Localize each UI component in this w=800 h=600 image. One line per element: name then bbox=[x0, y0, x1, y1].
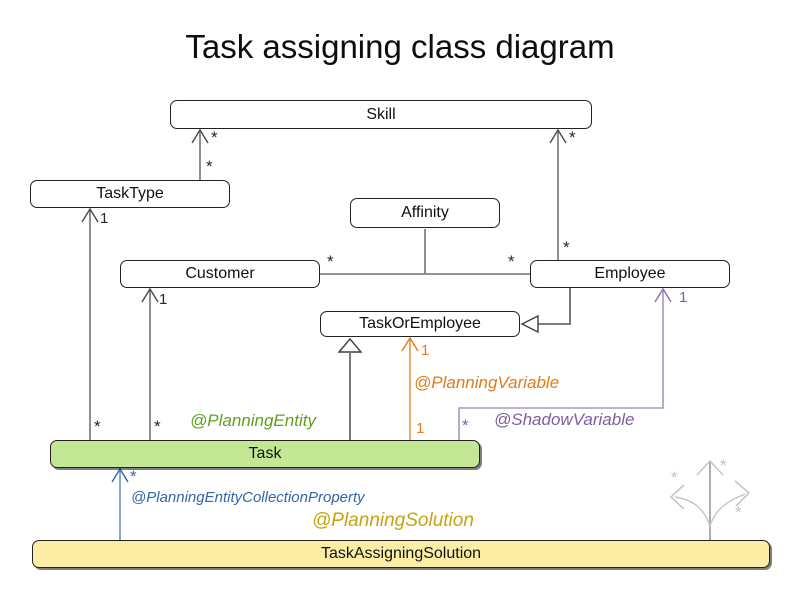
class-tasktype: TaskType bbox=[30, 180, 230, 208]
multiplicity-faded-top: * bbox=[720, 456, 727, 475]
multiplicity-shadowvariable-employee-end: 1 bbox=[679, 289, 688, 306]
multiplicity-task-tasktype-task-end: * bbox=[94, 417, 101, 436]
association-task-tasktype bbox=[81, 207, 99, 440]
class-affinity-label: Affinity bbox=[401, 204, 449, 221]
multiplicity-task-customer-customer-end: 1 bbox=[159, 291, 168, 308]
multiplicity-employee-skill-employee-end: * bbox=[563, 238, 570, 257]
faded-fanout-arrows bbox=[669, 459, 751, 540]
multiplicity-shadowvariable-task-end: * bbox=[462, 416, 469, 435]
class-skill: Skill bbox=[170, 100, 592, 129]
class-tasktype-label: TaskType bbox=[96, 185, 164, 202]
class-taskassigningsolution-label: TaskAssigningSolution bbox=[320, 545, 482, 562]
planning-solution-annotation: @PlanningSolution bbox=[312, 510, 474, 531]
planning-entity-collection-property-annotation: @PlanningEntityCollectionProperty bbox=[131, 489, 365, 506]
generalization-employee-taskoremployee bbox=[520, 288, 571, 334]
multiplicity-planningvariable-task-end: 1 bbox=[416, 420, 425, 437]
class-employee-label: Employee bbox=[594, 265, 666, 282]
diagram-title: Task assigning class diagram bbox=[185, 28, 615, 65]
multiplicity-tasktype-skill-skill-end: * bbox=[211, 128, 218, 147]
multiplicity-solution-task-end: * bbox=[130, 467, 137, 486]
class-employee: Employee bbox=[530, 260, 730, 288]
association-employee-skill bbox=[549, 128, 567, 260]
planning-entity-annotation: @PlanningEntity bbox=[190, 411, 316, 430]
class-task: Task bbox=[50, 440, 480, 468]
multiplicity-employee-skill-skill-end: * bbox=[569, 128, 576, 147]
collection-property-arrow bbox=[111, 467, 129, 540]
planning-variable-annotation: @PlanningVariable bbox=[414, 373, 560, 392]
multiplicity-tasktype-skill-tasktype-end: * bbox=[206, 157, 213, 176]
class-taskassigningsolution: TaskAssigningSolution bbox=[32, 540, 770, 568]
multiplicity-faded-right: * bbox=[735, 503, 742, 522]
shadow-variable-arrow bbox=[458, 287, 672, 440]
generalization-task-taskoremployee bbox=[337, 337, 363, 440]
multiplicity-customer-employee-employee-end: * bbox=[508, 252, 515, 271]
association-tasktype-skill bbox=[191, 128, 209, 180]
class-taskoremployee-label: TaskOrEmployee bbox=[359, 315, 481, 332]
class-customer-label: Customer bbox=[185, 265, 255, 282]
multiplicity-task-tasktype-tasktype-end: 1 bbox=[100, 210, 109, 227]
class-skill-label: Skill bbox=[366, 105, 396, 123]
multiplicity-customer-employee-customer-end: * bbox=[327, 252, 334, 271]
class-task-label: Task bbox=[248, 445, 282, 462]
association-task-customer bbox=[141, 287, 159, 440]
shadow-variable-annotation: @ShadowVariable bbox=[494, 410, 635, 429]
class-customer: Customer bbox=[120, 260, 320, 288]
class-taskoremployee: TaskOrEmployee bbox=[320, 311, 520, 337]
planning-variable-arrow bbox=[401, 336, 419, 440]
class-affinity: Affinity bbox=[350, 198, 500, 228]
multiplicity-planningvariable-taskoremployee-end: 1 bbox=[421, 342, 430, 359]
multiplicity-faded-left: * bbox=[671, 468, 678, 487]
multiplicity-task-customer-task-end: * bbox=[154, 417, 161, 436]
association-customer-employee bbox=[320, 229, 530, 275]
